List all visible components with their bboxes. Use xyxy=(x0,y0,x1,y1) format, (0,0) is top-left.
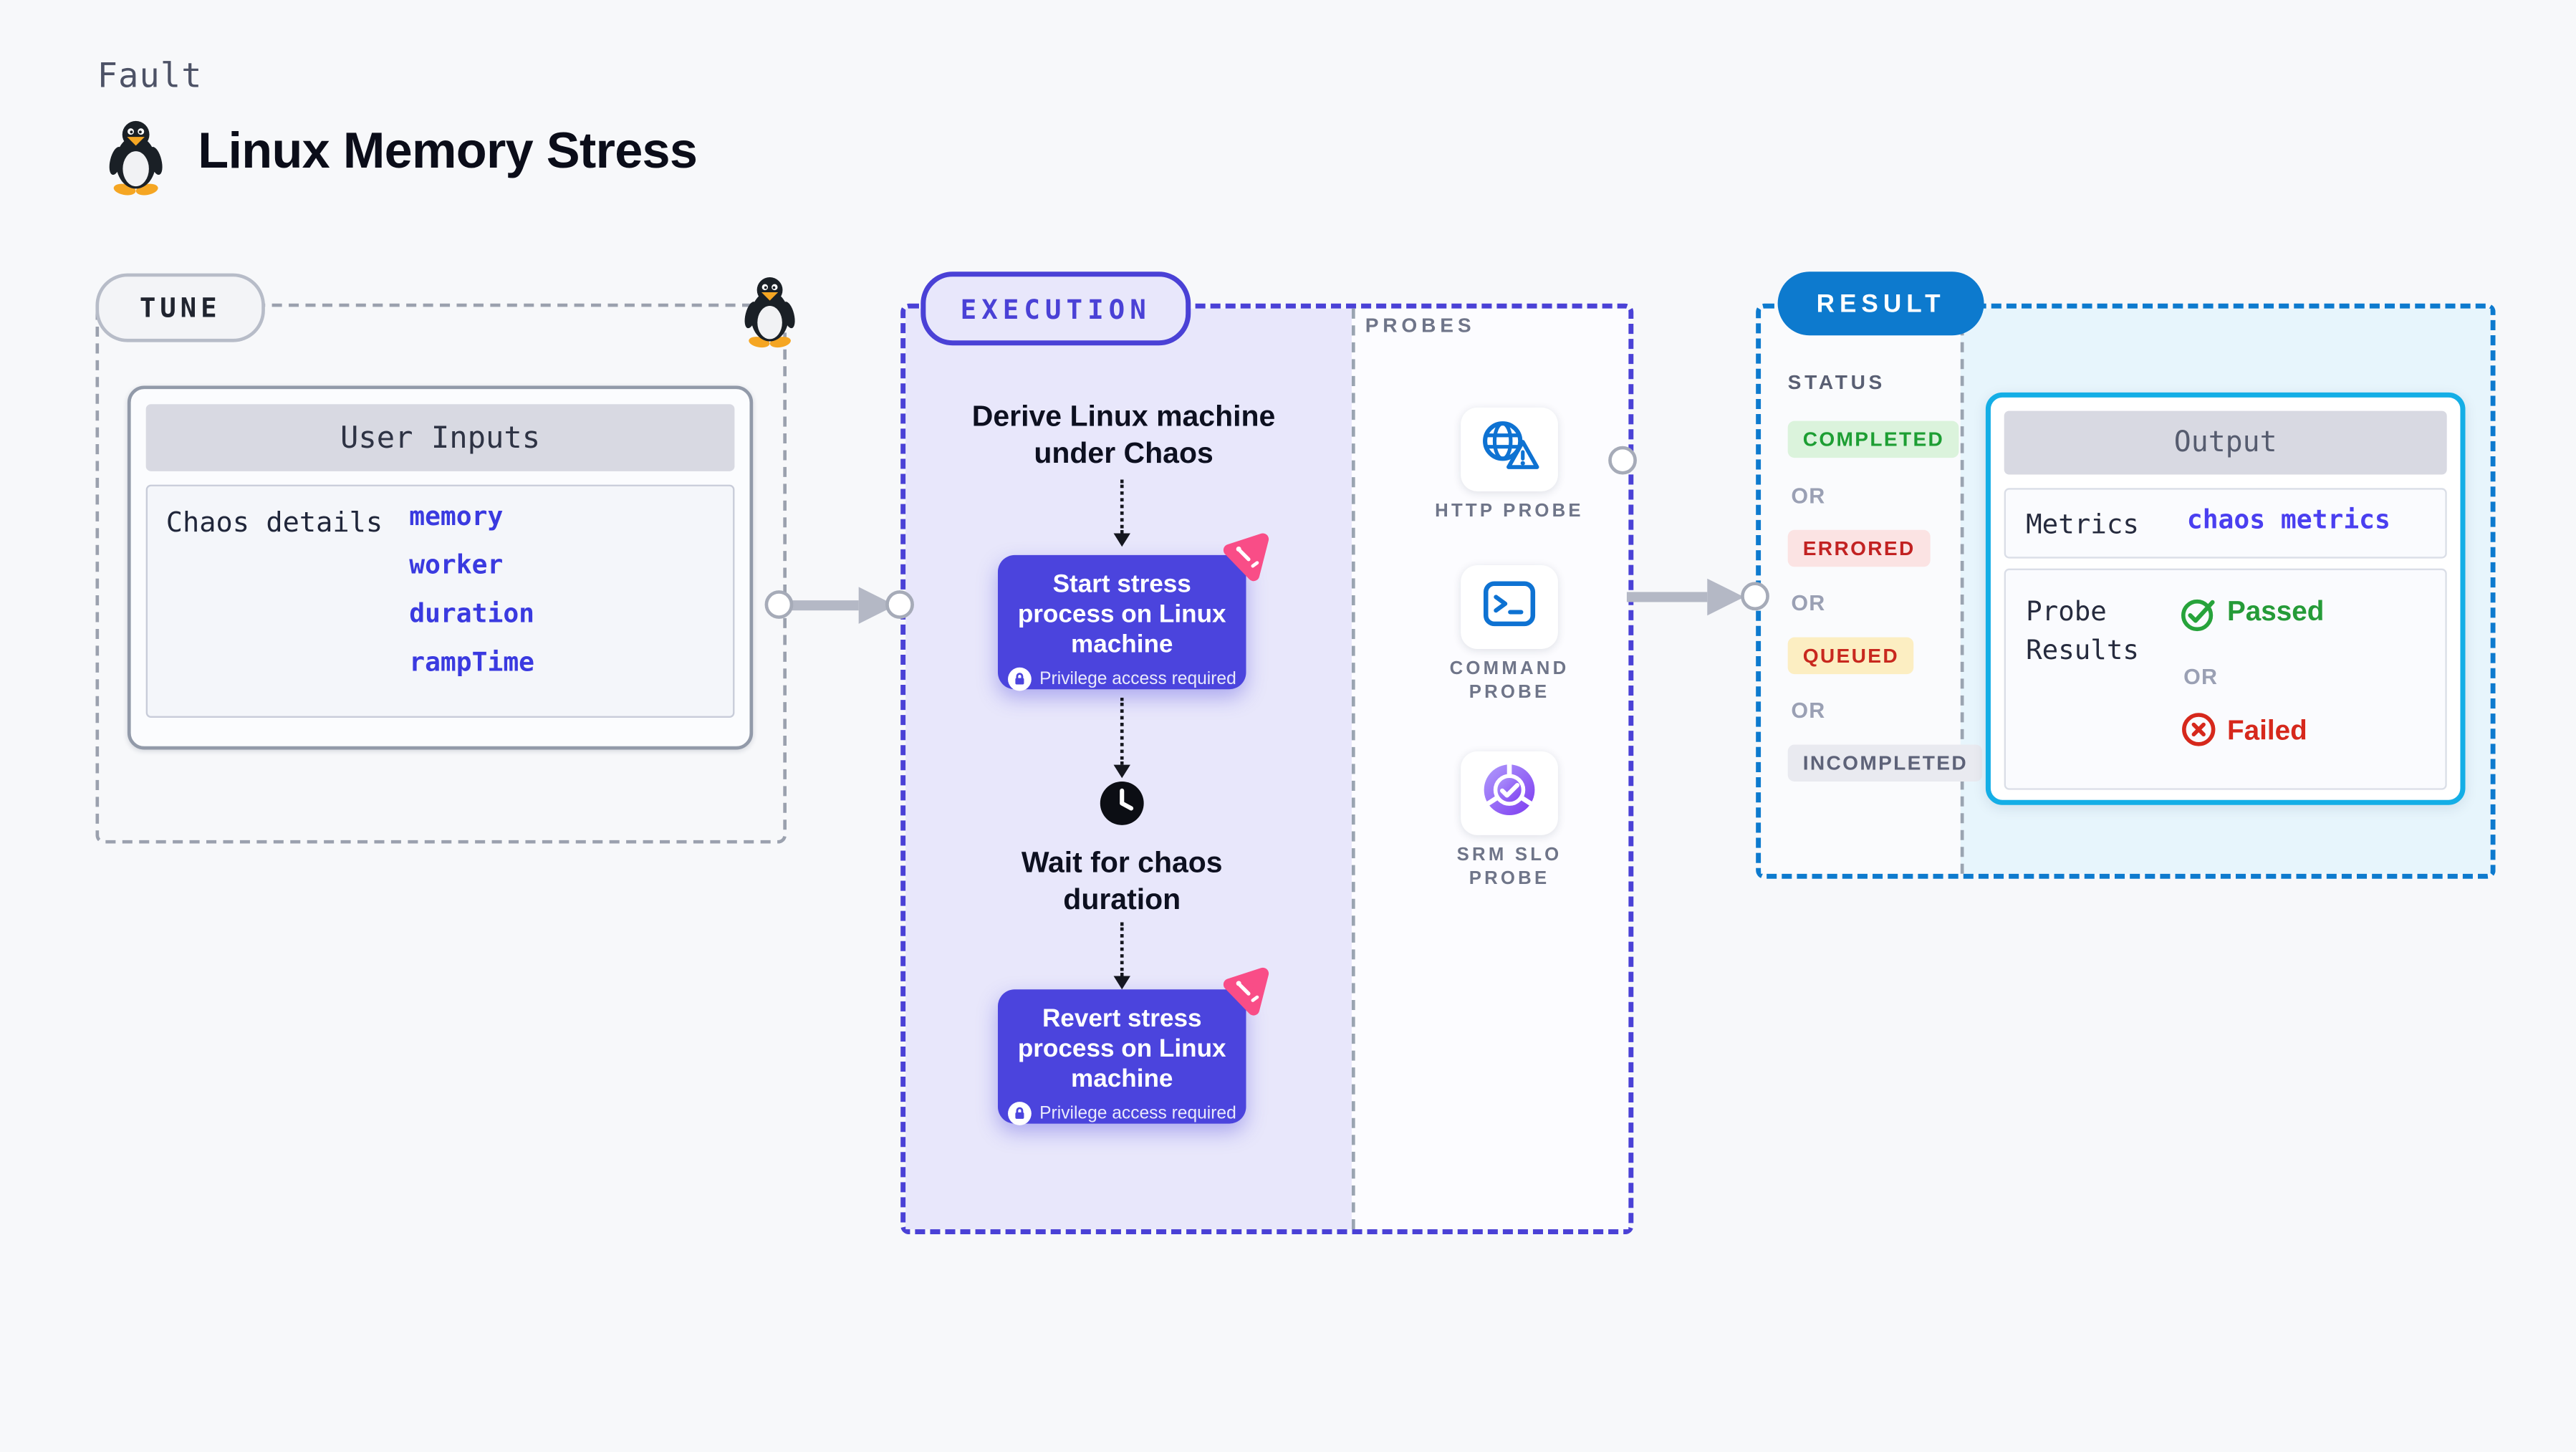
output-card: Output Metrics chaos metrics Probe Resul… xyxy=(1985,392,2466,805)
probe-results-row: Probe Results Passed OR Failed xyxy=(2004,568,2447,790)
input-link-memory[interactable]: memory xyxy=(409,501,504,532)
output-header: Output xyxy=(2004,410,2447,475)
probe-name-http: HTTP PROBE xyxy=(1435,501,1584,522)
terminal-icon xyxy=(1483,580,1537,635)
lock-icon xyxy=(1007,667,1032,691)
command-probe-card[interactable] xyxy=(1461,564,1558,650)
privilege-note: Privilege access required xyxy=(1039,1103,1236,1124)
srm-slo-probe-card[interactable] xyxy=(1461,751,1558,835)
slo-donut-check-icon xyxy=(1481,761,1538,826)
flow-arrowhead xyxy=(1113,533,1130,547)
user-inputs-card: User Inputs Chaos details memory worker … xyxy=(127,385,754,750)
http-probe-card[interactable] xyxy=(1461,407,1558,491)
probe-name-command: COMMAND PROBE xyxy=(1449,659,1570,703)
user-inputs-header: User Inputs xyxy=(145,404,735,471)
litmus-chaos-badge-icon xyxy=(1218,532,1275,585)
tune-section xyxy=(95,303,787,844)
input-link-duration[interactable]: duration xyxy=(409,598,535,629)
step-card-revert-stress[interactable]: Revert stress process on Linux machine P… xyxy=(997,989,1246,1125)
step-card-start-stress[interactable]: Start stress process on Linux machine Pr… xyxy=(997,554,1246,691)
tune-section-label: TUNE xyxy=(95,273,265,342)
page-title: Linux Memory Stress xyxy=(198,124,698,180)
or-label: OR xyxy=(2183,664,2219,690)
status-heading: STATUS xyxy=(1787,370,1885,395)
flow-arrowhead xyxy=(1113,976,1130,990)
input-link-worker[interactable]: worker xyxy=(409,549,504,581)
execution-probes-divider xyxy=(1351,308,1355,1230)
status-badge-queued: QUEUED xyxy=(1787,637,1915,675)
probes-label: PROBES xyxy=(1365,313,1476,337)
passed-check-icon xyxy=(2180,595,2217,633)
or-label: OR xyxy=(1791,483,1826,509)
globe-warning-icon xyxy=(1479,418,1539,481)
passed-label: Passed xyxy=(2227,597,2325,628)
tux-penguin-icon xyxy=(104,119,168,196)
failed-x-icon xyxy=(2180,711,2217,749)
metrics-label: Metrics xyxy=(2026,508,2139,540)
tune-output-port xyxy=(764,590,794,619)
flow-arrowhead xyxy=(1113,764,1130,779)
or-label: OR xyxy=(1791,697,1826,723)
step-title: Revert stress process on Linux machine xyxy=(1017,1004,1226,1094)
status-badge-completed: COMPLETED xyxy=(1787,420,1960,458)
result-section-label: RESULT xyxy=(1777,271,1984,336)
input-link-ramptime[interactable]: rampTime xyxy=(409,647,535,678)
execution-to-result-arrowhead xyxy=(1707,578,1744,616)
status-output-divider xyxy=(1960,308,1964,874)
status-badge-errored: ERRORED xyxy=(1787,529,1931,567)
result-input-port xyxy=(1741,582,1769,611)
flow-connector xyxy=(1120,479,1124,534)
litmus-chaos-badge-icon xyxy=(1218,966,1275,1020)
execution-input-port xyxy=(885,590,914,619)
wait-duration-title: Wait for chaos duration xyxy=(1021,845,1223,916)
metrics-row: Metrics chaos metrics xyxy=(2004,488,2447,559)
chaos-metrics-link[interactable]: chaos metrics xyxy=(2186,504,2390,535)
probe-name-srm-slo: SRM SLO PROBE xyxy=(1456,845,1562,889)
step-title: Start stress process on Linux machine xyxy=(1017,569,1226,660)
derive-machine-title: Derive Linux machine under Chaos xyxy=(971,399,1276,470)
flow-connector xyxy=(1120,697,1124,765)
user-inputs-body: Chaos details memory worker duration ram… xyxy=(145,484,735,718)
failed-label: Failed xyxy=(2227,716,2307,746)
execution-probe-port xyxy=(1608,446,1637,475)
privilege-note: Privilege access required xyxy=(1039,669,1236,690)
clock-icon xyxy=(1098,780,1145,827)
tux-penguin-icon-small xyxy=(739,275,799,349)
lock-icon xyxy=(1007,1102,1032,1125)
execution-to-result-arrow xyxy=(1626,592,1708,602)
tune-to-execution-arrow xyxy=(781,600,859,611)
probe-results-label: Probe Results xyxy=(2026,595,2139,666)
chaos-details-label: Chaos details xyxy=(165,506,383,539)
or-label: OR xyxy=(1791,590,1826,616)
execution-section-label: EXECUTION xyxy=(921,271,1191,346)
flow-connector xyxy=(1120,922,1124,976)
status-badge-incompleted: INCOMPLETED xyxy=(1787,744,1984,782)
fault-kind-label: Fault xyxy=(97,55,203,96)
